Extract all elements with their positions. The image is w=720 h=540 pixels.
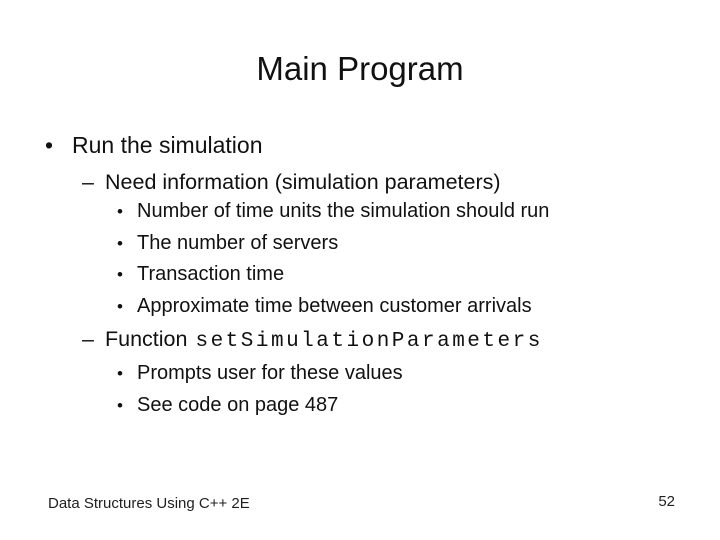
- bullet-icon: •: [117, 233, 123, 253]
- list-item: • The number of servers: [117, 228, 549, 260]
- page-number: 52: [658, 493, 675, 510]
- sub-bullet-text-time-units: Number of time units the simulation shou…: [137, 200, 550, 222]
- sub-bullet-text-see-code: See code on page 487: [137, 393, 339, 416]
- slide-title: Main Program: [256, 50, 464, 87]
- sub-bullet-text-number-servers: The number of servers: [137, 231, 339, 254]
- bullet-line-run-simulation: • Run the simulation: [45, 132, 263, 159]
- dash-icon: –: [82, 327, 94, 351]
- sub-bullet-text-transaction-time: Transaction time: [137, 263, 285, 285]
- list-item: • See code on page 487: [117, 390, 403, 422]
- footer-book-title: Data Structures Using C++ 2E: [48, 495, 250, 512]
- bullet-icon: •: [117, 364, 123, 383]
- bullet-icon: •: [117, 395, 123, 415]
- bullet-icon: •: [117, 202, 123, 221]
- bullet-icon: •: [45, 132, 54, 158]
- bullet-icon: •: [117, 265, 123, 284]
- dash-icon: –: [82, 170, 94, 194]
- bullet-icon: •: [117, 296, 123, 316]
- sub-bullet-text-prompts-user: Prompts user for these values: [137, 362, 403, 384]
- sub-bullet-list-function-notes: • Prompts user for these values • See co…: [117, 358, 403, 421]
- dash-line-function: – Function setSimulationParameters: [82, 327, 543, 353]
- list-item: • Number of time units the simulation sh…: [117, 196, 549, 228]
- sub-bullet-text-customer-arrivals: Approximate time between customer arriva…: [137, 294, 532, 317]
- sub-bullet-list-parameters: • Number of time units the simulation sh…: [117, 196, 549, 322]
- dash-text-need-information: Need information (simulation parameters): [105, 170, 501, 194]
- dash-line-need-information: – Need information (simulation parameter…: [82, 170, 501, 195]
- dash-text-function-label: Function: [105, 327, 188, 351]
- list-item: • Prompts user for these values: [117, 358, 403, 390]
- bullet-text-run-simulation: Run the simulation: [72, 132, 263, 158]
- code-token-set-simulation-parameters: setSimulationParameters: [195, 330, 543, 353]
- list-item: • Transaction time: [117, 259, 549, 291]
- list-item: • Approximate time between customer arri…: [117, 291, 549, 323]
